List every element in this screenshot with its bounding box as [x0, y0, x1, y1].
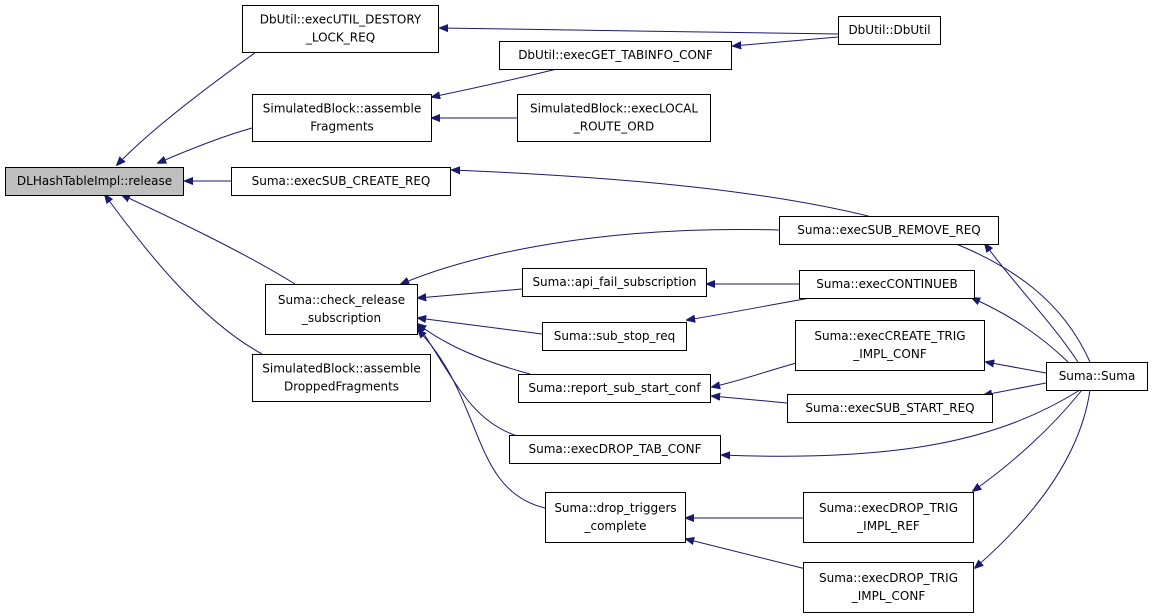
edge-dbutil-to-destory	[440, 28, 839, 35]
edge-createtrig-to-reportsub	[712, 361, 801, 387]
edge-dropped-to-root	[105, 195, 263, 355]
node-label-line: Suma::execCONTINUEB	[816, 277, 957, 291]
node-box	[838, 16, 941, 45]
node-box	[799, 270, 975, 299]
node-dbutil[interactable]: DbUtil::DbUtil	[838, 16, 941, 45]
edge-checkrelease-to-root	[122, 195, 296, 285]
node-box	[509, 435, 721, 464]
edge-destory-to-root	[117, 51, 257, 165]
node-droptrigconf[interactable]: Suma::execDROP_TRIG_IMPL_CONF	[803, 562, 974, 613]
node-localroute[interactable]: SimulatedBlock::execLOCAL_ROUTE_ORD	[517, 94, 711, 142]
node-suma[interactable]: Suma::Suma	[1046, 362, 1148, 391]
node-label-line: _complete	[583, 519, 646, 533]
node-label-line: Suma::check_release	[278, 293, 405, 307]
node-label-line: Suma::execDROP_TRIG	[819, 501, 958, 515]
node-label-line: Suma::execDROP_TAB_CONF	[528, 442, 701, 456]
node-root[interactable]: DLHashTableImpl::release	[5, 167, 184, 196]
node-label-line: _subscription	[301, 311, 381, 325]
node-subcreate[interactable]: Suma::execSUB_CREATE_REQ	[231, 167, 451, 196]
node-label-line: Suma::execSUB_CREATE_REQ	[252, 174, 431, 188]
node-box	[518, 374, 711, 403]
edge-suma-to-continueb	[972, 298, 1069, 363]
node-box	[517, 94, 711, 142]
node-box	[787, 394, 993, 423]
node-label-line: Suma::execSUB_REMOVE_REQ	[797, 223, 981, 237]
edge-suma-to-substart	[984, 382, 1047, 395]
node-label-line: _IMPL_CONF	[851, 589, 926, 603]
edge-assemble-to-root	[158, 127, 253, 163]
edge-substop-to-checkrelease	[418, 318, 543, 335]
node-reportsub[interactable]: Suma::report_sub_start_conf	[518, 374, 711, 403]
node-continueb[interactable]: Suma::execCONTINUEB	[799, 270, 975, 299]
node-box	[803, 562, 974, 613]
node-label-line: SimulatedBlock::execLOCAL	[530, 102, 698, 116]
node-droptab[interactable]: Suma::execDROP_TAB_CONF	[509, 435, 721, 464]
edge-suma-to-droptrigconf	[975, 389, 1091, 568]
node-label-line: _IMPL_CONF	[852, 347, 927, 361]
node-label-line: Suma::sub_stop_req	[554, 329, 675, 343]
node-label-line: DbUtil::execUTIL_DESTORY	[260, 13, 422, 27]
node-box	[5, 167, 184, 196]
node-label-line: Suma::Suma	[1059, 369, 1136, 383]
edge-suma-to-createtrig	[986, 362, 1047, 374]
edge-droptrigconf-to-droptrig	[686, 539, 811, 571]
edge-suma-to-droptrigref	[973, 389, 1083, 491]
node-label-line: Suma::report_sub_start_conf	[528, 381, 701, 395]
edges-layer	[105, 28, 1091, 571]
node-label-line: Suma::execCREATE_TRIG	[814, 329, 965, 343]
edge-droptab-to-checkrelease	[418, 325, 518, 437]
node-droptrig[interactable]: Suma::drop_triggers_complete	[545, 492, 686, 543]
node-box	[545, 492, 686, 543]
node-createtrig[interactable]: Suma::execCREATE_TRIG_IMPL_CONF	[795, 320, 985, 371]
node-label-line: Suma::execDROP_TRIG	[819, 571, 958, 585]
node-box	[242, 5, 439, 53]
edge-continueb-to-substop	[687, 297, 811, 320]
node-label-line: Suma::api_fail_subscription	[532, 275, 696, 289]
node-box	[779, 216, 999, 245]
node-label-line: _ROUTE_ORD	[573, 120, 655, 134]
node-apifail[interactable]: Suma::api_fail_subscription	[522, 268, 707, 297]
node-label-line: SimulatedBlock::assemble	[263, 102, 421, 116]
node-substop[interactable]: Suma::sub_stop_req	[542, 322, 687, 351]
edge-subremove-to-checkrelease	[401, 229, 780, 284]
node-box	[522, 268, 707, 297]
node-label-line: SimulatedBlock::assemble	[262, 362, 420, 376]
node-subremove[interactable]: Suma::execSUB_REMOVE_REQ	[779, 216, 999, 245]
node-box	[252, 354, 431, 402]
node-label-line: DroppedFragments	[284, 380, 399, 394]
nodes-layer: DLHashTableImpl::release DbUtil::execUTIL…	[5, 5, 1148, 613]
node-box	[265, 284, 418, 335]
node-checkrelease[interactable]: Suma::check_release_subscription	[265, 284, 418, 335]
node-label-line: Suma::execSUB_START_REQ	[805, 401, 974, 415]
node-box	[231, 167, 451, 196]
node-droptrigref[interactable]: Suma::execDROP_TRIG_IMPL_REF	[803, 492, 974, 543]
node-label-line: _LOCK_REQ	[305, 31, 375, 45]
node-box	[499, 41, 732, 70]
node-label-line: Suma::drop_triggers	[554, 501, 676, 515]
node-substart[interactable]: Suma::execSUB_START_REQ	[787, 394, 993, 423]
node-box	[542, 322, 687, 351]
node-tabinfo[interactable]: DbUtil::execGET_TABINFO_CONF	[499, 41, 732, 70]
node-destory[interactable]: DbUtil::execUTIL_DESTORY_LOCK_REQ	[242, 5, 439, 53]
node-box	[795, 320, 985, 371]
node-box	[1046, 362, 1148, 391]
edge-apifail-to-checkrelease	[418, 288, 523, 298]
node-box	[803, 492, 974, 543]
edge-dbutil-to-tabinfo	[733, 36, 839, 46]
edge-suma-to-subremove	[985, 244, 1079, 363]
node-label-line: DLHashTableImpl::release	[17, 174, 172, 188]
edge-substart-to-reportsub	[712, 396, 788, 404]
edge-reportsub-to-checkrelease	[418, 324, 531, 375]
edge-tabinfo-to-assemble	[432, 68, 558, 97]
node-box	[252, 94, 432, 142]
edge-suma-to-droptab	[722, 389, 1081, 456]
node-label-line: Fragments	[310, 120, 374, 134]
edge-droptrig-to-checkrelease	[418, 330, 546, 509]
node-label-line: DbUtil::DbUtil	[848, 23, 930, 37]
node-label-line: _IMPL_REF	[856, 519, 920, 533]
node-label-line: DbUtil::execGET_TABINFO_CONF	[518, 48, 713, 62]
